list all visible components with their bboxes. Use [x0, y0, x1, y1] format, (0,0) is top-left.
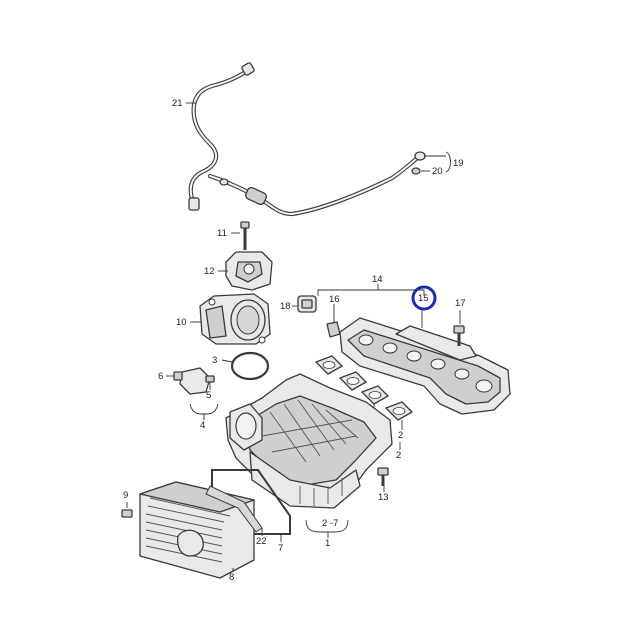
label-15: 15 — [418, 293, 429, 304]
vacuum-hose-assembly: 21 19 20 — [172, 62, 464, 217]
group-bracket-1: 2 -7 1 — [305, 518, 349, 549]
label-19: 19 — [453, 158, 464, 169]
label-21: 21 — [172, 98, 183, 109]
group-bracket-14: 14 — [317, 274, 425, 296]
throttle-body-10: 10 — [176, 293, 271, 345]
label-18: 18 — [280, 301, 291, 312]
seal-22: 22 — [205, 485, 267, 547]
label-1: 1 — [325, 538, 330, 549]
label-2-c: 2 — [396, 450, 401, 461]
label-7: 7 — [278, 543, 283, 554]
sensor-16: 16 — [326, 294, 341, 338]
gaskets-2: 2 2 2 — [315, 355, 413, 461]
label-20: 20 — [432, 166, 443, 177]
bolt-13: 13 — [377, 467, 389, 503]
label-8: 8 — [229, 572, 234, 583]
label-12: 12 — [204, 266, 215, 277]
label-2-7: 2 -7 — [322, 518, 338, 529]
intercooler-8: 8 — [139, 481, 255, 583]
clip-5: 5 — [205, 375, 215, 401]
label-17: 17 — [455, 298, 466, 309]
bolt-9: 9 — [121, 490, 133, 518]
intake-plenum-1 — [225, 373, 393, 509]
sensor-6: 6 — [158, 367, 211, 395]
label-10: 10 — [176, 317, 187, 328]
intake-runner-15: 15 — [339, 285, 511, 415]
highlight-circle-15 — [411, 285, 437, 311]
label-5: 5 — [206, 390, 211, 401]
bolt-17: 17 — [453, 298, 466, 346]
o-ring-3: 3 — [212, 351, 270, 381]
label-9: 9 — [123, 490, 128, 501]
label-3: 3 — [212, 355, 217, 366]
label-16: 16 — [329, 294, 340, 305]
label-13: 13 — [378, 492, 389, 503]
label-11: 11 — [217, 228, 227, 239]
group-bracket-4: 4 — [189, 403, 219, 431]
label-14: 14 — [372, 274, 383, 285]
bolt-11: 11 — [217, 221, 250, 250]
label-6: 6 — [158, 371, 163, 382]
label-2-b: 2 — [398, 430, 403, 441]
bracket-12: 12 — [204, 251, 273, 291]
sensor-18: 18 — [280, 295, 317, 313]
label-22: 22 — [256, 536, 267, 547]
label-4: 4 — [200, 420, 205, 431]
